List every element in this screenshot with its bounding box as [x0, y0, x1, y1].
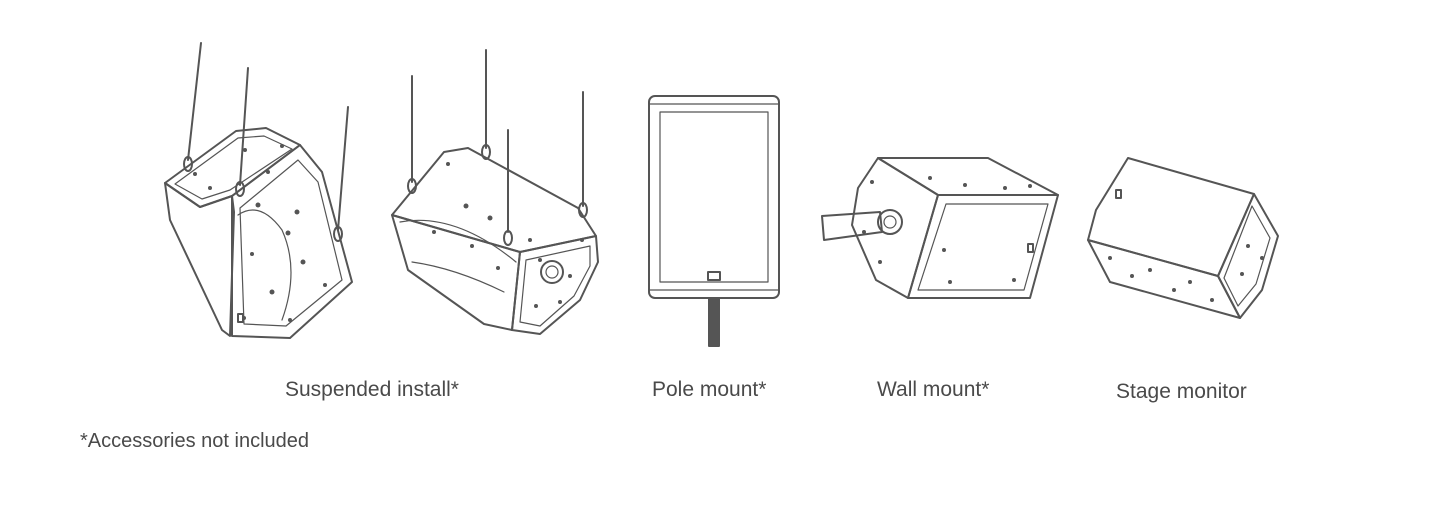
- caption-suspended-install: Suspended install*: [285, 378, 459, 401]
- suspended-speaker-landscape: [391, 49, 599, 335]
- bracket-mount: [877, 209, 903, 235]
- speaker-side-face: [1217, 193, 1279, 319]
- suspension-cable: [337, 106, 349, 231]
- speaker-front-face: [391, 214, 521, 331]
- brand-badge: [1115, 189, 1122, 199]
- brand-badge: [1027, 243, 1034, 253]
- speaker-bottom-face: [1087, 239, 1241, 319]
- speaker-grille: [659, 111, 769, 283]
- speaker-side-face: [851, 157, 939, 299]
- speaker-front-face: [1087, 157, 1255, 277]
- speaker-cabinet: [648, 95, 780, 299]
- speaker-top-face: [391, 147, 597, 253]
- suspension-cable: [187, 42, 202, 161]
- speaker-top-face: [877, 157, 1059, 196]
- speaker-front-face: [907, 194, 1059, 299]
- caption-stage-monitor: Stage monitor: [1116, 380, 1247, 403]
- connector-plate: [540, 260, 564, 284]
- cable-hook: [235, 181, 245, 197]
- suspension-cable: [239, 67, 249, 186]
- wall-mounted-speaker: [821, 157, 1059, 299]
- cable-hook: [481, 144, 491, 160]
- brand-badge: [237, 313, 244, 323]
- caption-wall-mount: Wall mount*: [877, 378, 990, 401]
- suspended-speaker-portrait: [164, 42, 353, 339]
- speaker-end-face: [511, 235, 599, 335]
- speaker-front-face: [231, 144, 353, 339]
- mounting-pole: [708, 297, 720, 347]
- accessories-footnote: *Accessories not included: [80, 430, 310, 452]
- cable-hook: [503, 230, 513, 246]
- speaker-left-side: [164, 182, 235, 337]
- stage-monitor-speaker: [1087, 157, 1279, 319]
- caption-pole-mount: Pole mount*: [652, 378, 767, 401]
- pole-mounted-speaker: [648, 95, 780, 347]
- brand-badge: [707, 271, 721, 281]
